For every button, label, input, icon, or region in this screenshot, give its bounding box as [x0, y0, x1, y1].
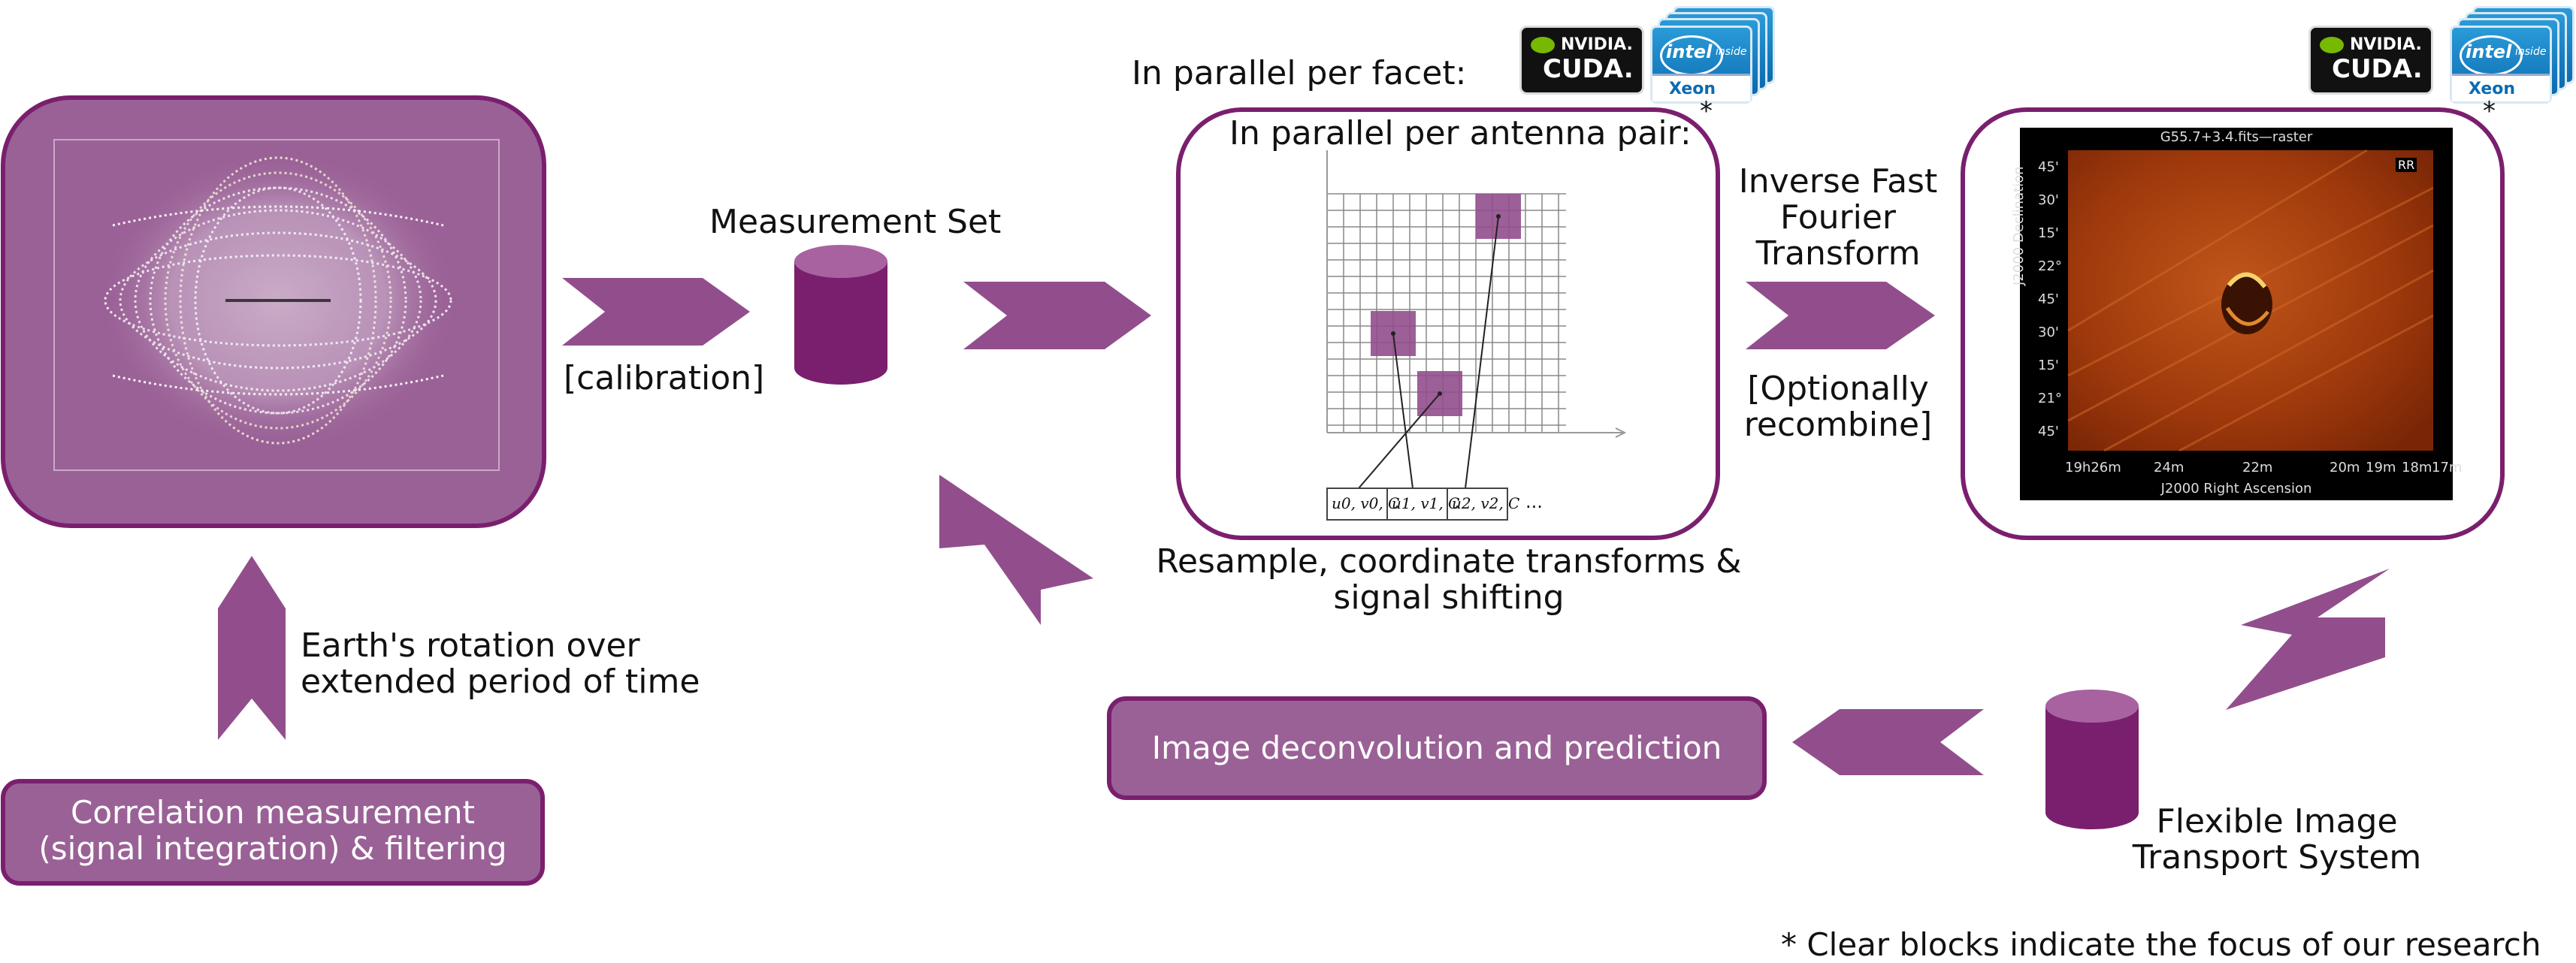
calibration-label: [calibration] [564, 359, 765, 397]
sky-xtick: 24m [2154, 460, 2184, 475]
footnote: * Clear blocks indicate the focus of our… [1781, 926, 2541, 963]
uv-coverage-panel [1, 95, 546, 528]
nvidia-cuda-icon: NVIDIA. CUDA. [2308, 26, 2433, 95]
fits-label-line-2: Transport System [2132, 838, 2422, 877]
sky-ytick: 45' [2038, 291, 2059, 307]
facet-box-shape [1176, 107, 1720, 540]
buffer-cell-2: u2, v2, C [1452, 494, 1520, 512]
intel-xeon-icon: intel inside Xeon [1650, 6, 1785, 104]
sky-ytick: 15' [2038, 225, 2059, 241]
sky-image-badge: RR [2396, 158, 2417, 172]
measurement-set-label: Measurement Set [709, 203, 1002, 241]
chevron-arrow-icon [218, 556, 286, 740]
sky-xtick: 20m [2330, 460, 2360, 475]
ifft-label-line-3: Transform [1755, 234, 1921, 273]
sky-xtick: 22m [2242, 460, 2273, 475]
sky-ytick: 45' [2038, 424, 2059, 439]
parallel-antenna-label: In parallel per antenna pair: [1229, 114, 1692, 152]
optionally-label-line-1: [Optionally [1747, 370, 1929, 408]
sky-ytick: 45' [2038, 159, 2059, 175]
fits-label-line-1: Flexible Image [2156, 802, 2398, 841]
chevron-arrow-icon [963, 282, 1151, 349]
buffer-cell-1: u1, v1, C [1392, 494, 1460, 512]
chevron-arrow-icon [562, 278, 750, 346]
database-cylinder-icon [794, 245, 887, 385]
sky-xtick: 17m [2432, 460, 2463, 475]
resample-label-line-2: signal shifting [1333, 578, 1565, 617]
nvidia-cuda-icon: NVIDIA. CUDA. [1519, 26, 1644, 95]
chevron-arrow-icon [1792, 709, 1984, 775]
sky-image-xlabel: J2000 Right Ascension [2160, 481, 2312, 497]
sky-image [2020, 128, 2453, 500]
sky-ytick: 30' [2038, 192, 2059, 208]
chevron-arrow-icon [939, 475, 1093, 625]
deconvolution-box-shape [1107, 696, 1767, 800]
ifft-label-line-2: Fourier [1779, 198, 1897, 237]
correlation-box-line-2: (signal integration) & filtering [38, 830, 507, 867]
sky-image-ylabel: J2000 Declination [2011, 166, 2027, 285]
uv-coverage-plot [98, 150, 458, 451]
resample-label-line-1: Resample, coordinate transforms & [1156, 542, 1742, 581]
chevron-arrow-icon [1746, 282, 1935, 349]
asterisk-marker: * [1700, 96, 1713, 126]
buffer-cell-ellipsis: ... [1525, 491, 1543, 512]
sky-xtick: 19m [2366, 460, 2396, 475]
intel-xeon-icon: intel inside Xeon [2450, 6, 2576, 104]
sky-xtick: 18m [2402, 460, 2432, 475]
sky-ytick: 22° [2038, 258, 2062, 274]
parallel-facet-label: In parallel per facet: [1132, 54, 1467, 92]
uv-grid-figure [1326, 150, 1627, 521]
database-cylinder-icon [2045, 690, 2139, 829]
correlation-box-line-1: Correlation measurement [71, 794, 475, 831]
earth-rotation-line-1: Earth's rotation over [301, 626, 640, 665]
sky-ytick: 21° [2038, 391, 2062, 406]
asterisk-marker: * [2483, 96, 2496, 126]
buffer-cell-0: u0, v0, C [1332, 494, 1400, 512]
chevron-arrow-icon [2226, 569, 2390, 710]
sky-ytick: 15' [2038, 358, 2059, 373]
optionally-label-line-2: recombine] [1743, 406, 1933, 444]
sky-xtick: 19h26m [2065, 460, 2121, 475]
earth-rotation-line-2: extended period of time [301, 663, 700, 701]
correlation-box-shape [1, 779, 545, 886]
deconvolution-box-label: Image deconvolution and prediction [1151, 729, 1722, 766]
ifft-label-line-1: Inverse Fast [1738, 162, 1938, 201]
sky-image-title: G55.7+3.4.fits—raster [2160, 129, 2313, 145]
sky-ytick: 30' [2038, 325, 2059, 340]
